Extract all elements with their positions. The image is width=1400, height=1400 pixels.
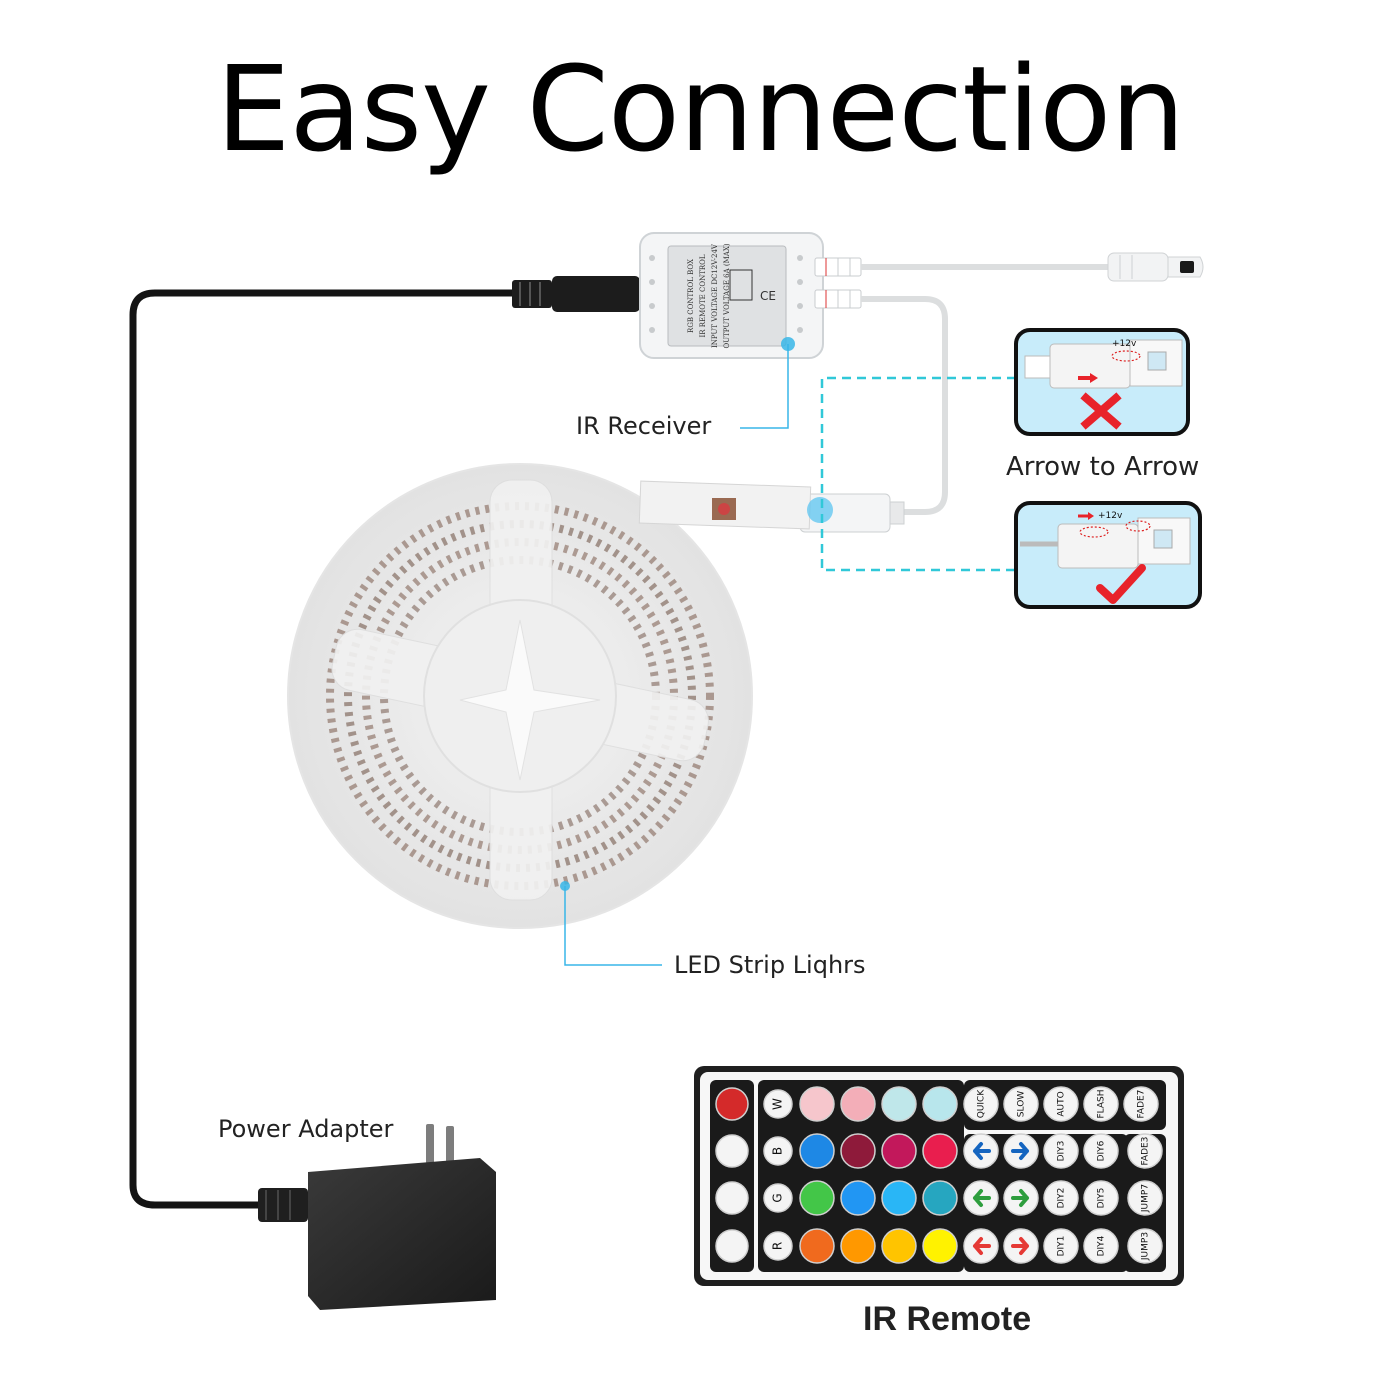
inset-wrong-polarity-label: +12v <box>1112 339 1137 349</box>
mode-label: AUTO <box>1057 1091 1067 1116</box>
jump7-button[interactable] <box>1127 1180 1163 1216</box>
color-swatch-button[interactable] <box>881 1180 917 1216</box>
brightness-down-icon[interactable] <box>715 1181 749 1215</box>
color-swatch-button[interactable] <box>922 1086 958 1122</box>
fade3-button[interactable] <box>1127 1133 1163 1169</box>
color-row-letter: B <box>771 1147 785 1155</box>
diy-label: DIY1 <box>1057 1236 1067 1257</box>
dc-barrel-connector <box>512 276 640 312</box>
diy6-button[interactable] <box>1083 1133 1119 1169</box>
color-row-letter: W <box>771 1098 785 1110</box>
color-row-letter: G <box>771 1193 785 1202</box>
diy-label: DIY3 <box>1057 1141 1067 1162</box>
color-swatch-button[interactable] <box>922 1228 958 1264</box>
polarity-dashed-callout <box>807 376 1016 572</box>
color-swatch-button[interactable] <box>840 1133 876 1169</box>
control-box-label-4: OUTPUT VOLTAGE 6A (MAX) <box>723 243 731 348</box>
color-row-r-button[interactable] <box>763 1231 793 1261</box>
led-strip-callout <box>560 881 662 966</box>
power-adapter-label: Power Adapter <box>218 1115 394 1143</box>
jump-label: JUMP3 <box>1141 1232 1151 1261</box>
diy1-button[interactable] <box>1043 1228 1079 1264</box>
arrow-left-icon <box>973 1189 991 1207</box>
brightness-up-icon[interactable] <box>715 1229 749 1263</box>
diy5-button[interactable] <box>1083 1180 1119 1216</box>
ir-receiver-callout <box>740 337 795 429</box>
color-row-letter: R <box>771 1242 785 1250</box>
power-adapter <box>258 1124 496 1310</box>
page-title: Easy Connection <box>215 40 1185 178</box>
arrow-right-icon <box>1011 1142 1029 1160</box>
color-swatch-button[interactable] <box>881 1133 917 1169</box>
ir-receiver-label: IR Receiver <box>576 412 712 440</box>
control-box-label-2: IR REMOTE CONTROL <box>699 254 707 337</box>
inset-correct-polarity-label: +12v <box>1098 511 1123 521</box>
color-swatch-button[interactable] <box>881 1086 917 1122</box>
cross-icon <box>1080 392 1122 430</box>
mode-quick-button[interactable] <box>963 1086 999 1122</box>
mode-label: FADE7 <box>1137 1090 1147 1119</box>
color-swatch-button[interactable] <box>881 1228 917 1264</box>
inset-correct-connection: +12v <box>1014 501 1202 609</box>
play-pause-icon[interactable] <box>715 1134 749 1168</box>
arrow-right-icon <box>1011 1237 1029 1255</box>
power-icon[interactable] <box>715 1087 749 1121</box>
check-icon <box>1096 564 1146 604</box>
color-swatch-button[interactable] <box>840 1086 876 1122</box>
ir-receiver-cable <box>861 252 1204 282</box>
diy3-button[interactable] <box>1043 1133 1079 1169</box>
mode-auto-button[interactable] <box>1043 1086 1079 1122</box>
color-swatch-button[interactable] <box>799 1086 835 1122</box>
jump-label: JUMP7 <box>1141 1184 1151 1213</box>
led-strip-reel <box>287 463 812 929</box>
diy-label: DIY6 <box>1097 1140 1107 1161</box>
diy-label: DIY2 <box>1057 1188 1067 1209</box>
diy4-button[interactable] <box>1083 1228 1119 1264</box>
mode-label: SLOW <box>1017 1091 1027 1117</box>
color-row-w-button[interactable] <box>763 1089 793 1119</box>
jump-label: FADE3 <box>1141 1137 1151 1166</box>
color-swatch-button[interactable] <box>799 1228 835 1264</box>
color-row-b-button[interactable] <box>763 1136 793 1166</box>
strip-cable <box>861 296 948 515</box>
color-swatch-button[interactable] <box>922 1133 958 1169</box>
inset-wrong-connection: +12v <box>1014 328 1190 436</box>
color-row-g-button[interactable] <box>763 1183 793 1213</box>
mode-fade7-button[interactable] <box>1123 1086 1159 1122</box>
led-strip-label: LED Strip Liqhrs <box>674 951 866 979</box>
arrow-right-icon <box>1011 1189 1029 1207</box>
power-cable <box>129 289 540 1209</box>
rgb-control-box: RGB CONTROL BOX IR REMOTE CONTROL INPUT … <box>639 232 862 359</box>
control-box-label-1: RGB CONTROL BOX <box>687 259 695 333</box>
diy2-button[interactable] <box>1043 1180 1079 1216</box>
arrow-left-icon <box>973 1237 991 1255</box>
diy-label: DIY4 <box>1097 1235 1107 1256</box>
control-box-label-3: INPUT VOLTAGE DC12V-24V <box>711 243 719 348</box>
color-swatch-button[interactable] <box>799 1133 835 1169</box>
diy-label: DIY5 <box>1097 1188 1107 1209</box>
mode-flash-button[interactable] <box>1083 1086 1119 1122</box>
color-swatch-button[interactable] <box>799 1180 835 1216</box>
svg-text:CE: CE <box>760 289 776 303</box>
arrow-left-icon <box>973 1142 991 1160</box>
mode-label: FLASH <box>1097 1089 1107 1118</box>
color-swatch-button[interactable] <box>840 1228 876 1264</box>
arrow-to-arrow-label: Arrow to Arrow <box>1006 452 1200 482</box>
mode-label: QUICK <box>977 1089 987 1119</box>
color-swatch-button[interactable] <box>922 1180 958 1216</box>
ir-remote-label: IR Remote <box>863 1300 1032 1338</box>
jump3-button[interactable] <box>1127 1228 1163 1264</box>
mode-slow-button[interactable] <box>1003 1086 1039 1122</box>
color-swatch-button[interactable] <box>840 1180 876 1216</box>
